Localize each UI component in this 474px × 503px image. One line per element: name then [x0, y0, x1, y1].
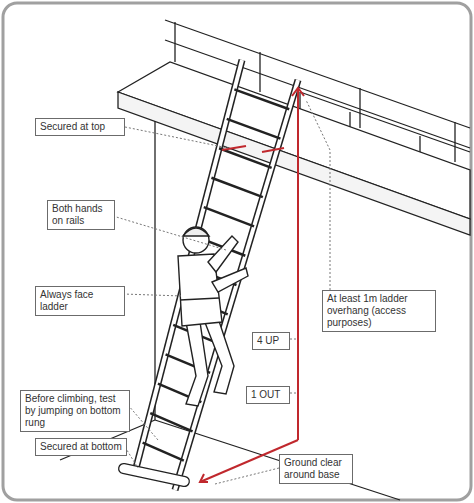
- callout-box: At least 1m ladder overhang (access purp…: [322, 290, 436, 332]
- callout-box: 4 UP: [252, 332, 290, 350]
- callout-box: Secured at top: [35, 118, 125, 136]
- callout-text: Before climbing, test by jumping on bott…: [25, 393, 125, 429]
- ladder-rung: [150, 413, 192, 431]
- callout-box: Before climbing, test by jumping on bott…: [20, 390, 130, 432]
- callout-box: Always face ladder: [35, 286, 125, 316]
- callout-text: 1 OUT: [251, 389, 285, 401]
- callout-text: Always face ladder: [40, 289, 120, 313]
- climber-figure: [178, 227, 248, 406]
- ladder: [118, 60, 298, 490]
- platform-edge: [118, 92, 470, 235]
- callout-box: Secured at bottom: [35, 438, 127, 456]
- outer-frame: [3, 3, 471, 500]
- callout-text: Secured at top: [40, 121, 120, 133]
- callout-box: 1 OUT: [246, 386, 290, 404]
- callout-text: Secured at bottom: [40, 441, 122, 453]
- callout-box: Both hands on rails: [47, 200, 115, 230]
- leader-lines: [113, 100, 330, 484]
- ladder-rung: [204, 207, 254, 226]
- ladder-rung: [234, 89, 289, 109]
- callout-text: Both hands on rails: [52, 203, 110, 227]
- ratio-lines: [200, 88, 304, 482]
- ladder-rung: [143, 443, 184, 461]
- callout-box: Ground clear around base: [279, 454, 353, 484]
- ladder-rung: [211, 178, 262, 197]
- callout-text: At least 1m ladder overhang (access purp…: [327, 293, 431, 329]
- callout-text: 4 UP: [257, 335, 285, 347]
- ladder-rung: [227, 119, 281, 139]
- callout-text: Ground clear around base: [284, 457, 348, 481]
